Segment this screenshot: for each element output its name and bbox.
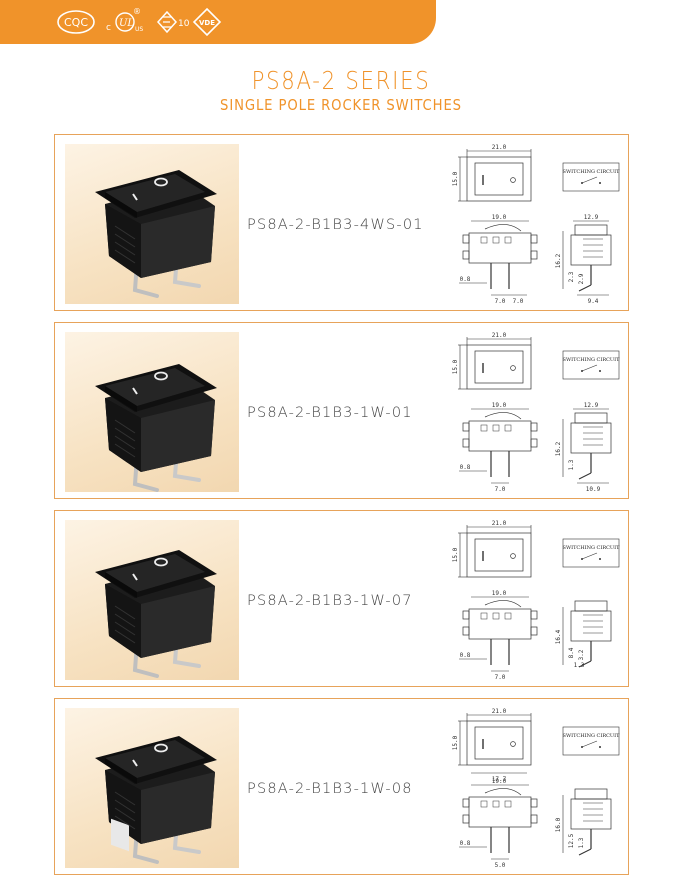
switch-photo-illustration	[95, 550, 217, 678]
dim-front-width: 19.0	[492, 778, 507, 785]
product-photo	[65, 520, 239, 680]
header-bar	[0, 0, 436, 44]
dimension-drawing: 21.0 15.0 SWITCHING CIRCUIT 19.0 0.8 7.0 12.9 1…	[452, 332, 621, 493]
dim-top-width: 21.0	[492, 520, 507, 527]
dim-pin-pitch: 5.0	[495, 862, 506, 869]
svg-text:US: US	[135, 26, 143, 33]
dim-top-height: 15.0	[452, 171, 459, 186]
dim-overall-height: 16.0	[555, 817, 562, 832]
dim-side-a: 1.3	[568, 459, 575, 470]
dim-bottom-width: 17.7	[492, 776, 507, 783]
model-number: PS8A-2-B1B3-1W-07	[247, 593, 413, 609]
technical-drawing: 21.0 15.0 SWITCHING CIRCUIT 19.0 0.8 7.0 16.4 8…	[447, 517, 627, 683]
dim-top-width: 21.0	[492, 332, 507, 339]
product-panel-2: PS8A-2-B1B3-1W-01 21.0 15.0 SWITCHING CIRC…	[54, 322, 629, 499]
svg-text:UL: UL	[119, 18, 134, 29]
dim-side-a: 8.4	[568, 647, 575, 658]
dim-top-width: 21.0	[492, 708, 507, 715]
dim-top-height: 15.0	[452, 547, 459, 562]
model-number: PS8A-2-B1B3-1W-08	[247, 781, 413, 797]
dim-side-width: 12.9	[584, 214, 599, 221]
dim-pin-thickness: 0.8	[460, 840, 471, 847]
vde-logo-text: VDE	[199, 19, 215, 27]
dim-front-width: 19.0	[492, 590, 507, 597]
enec-logo-text: 10	[178, 19, 190, 29]
technical-drawing: 21.0 15.0 SWITCHING CIRCUIT 19.0 0.8 7.0 7.0 12…	[447, 141, 627, 307]
dim-top-width: 21.0	[492, 144, 507, 151]
dim-side-depth: 9.4	[588, 298, 599, 305]
dim-pin-pitch: 7.0	[495, 298, 506, 305]
series-subtitle: SINGLE POLE ROCKER SWITCHES	[220, 96, 462, 114]
dim-pin-thickness: 0.8	[460, 276, 471, 283]
series-title: PS8A-2 SERIES	[251, 66, 431, 95]
dim-top-height: 15.0	[452, 735, 459, 750]
dim-top-height: 15.0	[452, 359, 459, 374]
switch-photo-illustration	[95, 364, 217, 492]
technical-drawing: 21.0 15.0 SWITCHING CIRCUIT 19.0 0.8 7.0 12.9 1…	[447, 329, 627, 495]
switch-photo-illustration	[95, 170, 217, 298]
product-photo	[65, 708, 239, 868]
dim-side-b: 3.2	[578, 649, 585, 660]
product-photo	[65, 332, 239, 492]
dim-side-b: 2.9	[578, 273, 585, 284]
ul-logo: c UL US ®	[106, 7, 143, 33]
dimension-drawing: 21.0 15.0 17.7 SWITCHING CIRCUIT 19.0 0.8 5.0 1…	[452, 708, 621, 869]
dim-front-width: 19.0	[492, 214, 507, 221]
dim-pin-pitch: 7.0	[495, 486, 506, 493]
dim-side-a: 2.3	[568, 271, 575, 282]
model-number: PS8A-2-B1B3-1W-01	[247, 405, 413, 421]
dim-overall-height: 16.2	[555, 253, 562, 268]
model-number: PS8A-2-B1B3-4WS-01	[247, 217, 424, 233]
dim-overall-height: 16.4	[555, 629, 562, 644]
dim-side-width: 12.9	[584, 402, 599, 409]
dim-pin-thickness: 0.8	[460, 464, 471, 471]
dim-front-width: 19.0	[492, 402, 507, 409]
product-panel-4: PS8A-2-B1B3-1W-08 21.0 15.0 17.7 SWITCHING …	[54, 698, 629, 875]
ul-registered-mark: ®	[133, 7, 141, 16]
vde-logo: VDE	[192, 7, 222, 37]
circuit-label: SWITCHING CIRCUIT	[563, 545, 621, 551]
dim-side-b: 1.3	[578, 837, 585, 848]
dim-side-c: 1.3	[574, 662, 585, 669]
product-panel-1: PS8A-2-B1B3-4WS-01 21.0 15.0 SWITCHING CIR…	[54, 134, 629, 311]
switch-photo-illustration	[95, 736, 217, 864]
dimension-drawing: 21.0 15.0 SWITCHING CIRCUIT 19.0 0.8 7.0 16.4 8…	[452, 520, 621, 681]
technical-drawing: 21.0 15.0 17.7 SWITCHING CIRCUIT 19.0 0.8 5.0 1…	[447, 705, 627, 871]
dim-pin-thickness: 0.8	[460, 652, 471, 659]
enec-logo: 10	[156, 10, 190, 34]
cqc-logo: CQC	[57, 10, 95, 34]
product-panel-3: PS8A-2-B1B3-1W-07 21.0 15.0 SWITCHING CIRC…	[54, 510, 629, 687]
circuit-label: SWITCHING CIRCUIT	[563, 733, 621, 739]
product-photo	[65, 144, 239, 304]
svg-text:c: c	[106, 23, 111, 33]
circuit-label: SWITCHING CIRCUIT	[563, 169, 621, 175]
cqc-logo-text: CQC	[64, 16, 88, 29]
dim-side-depth: 10.9	[586, 486, 601, 493]
dimension-drawing: 21.0 15.0 SWITCHING CIRCUIT 19.0 0.8 7.0 7.0 12…	[452, 144, 621, 305]
circuit-label: SWITCHING CIRCUIT	[563, 357, 621, 363]
dim-side-a: 12.5	[568, 833, 575, 848]
dim-pin-pitch-2: 7.0	[513, 298, 524, 305]
dim-overall-height: 16.2	[555, 441, 562, 456]
dim-pin-pitch: 7.0	[495, 674, 506, 681]
